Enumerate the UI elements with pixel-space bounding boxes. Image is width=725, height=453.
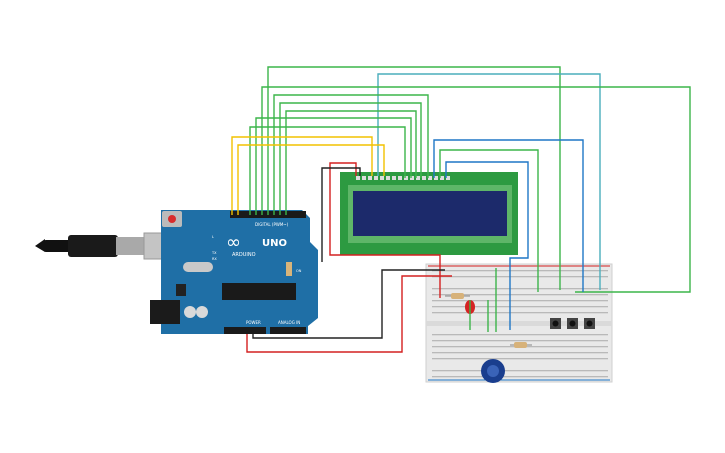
power-jack-icon (150, 300, 180, 324)
push-button-2[interactable] (567, 318, 578, 329)
power-header[interactable] (224, 327, 266, 334)
rx-label: RX (212, 257, 217, 261)
board-model-label: UNO (262, 238, 287, 249)
push-button-3[interactable] (584, 318, 595, 329)
push-button-1[interactable] (550, 318, 561, 329)
l-led-label: L (212, 235, 214, 239)
on-led-label: ON (296, 269, 302, 273)
power-header-label: POWER (246, 320, 261, 325)
analog-header-label: ANALOG IN (278, 320, 300, 325)
tx-label: TX (211, 251, 217, 255)
arduino-logo-icon: ∞ (226, 232, 241, 253)
wires (231, 66, 691, 353)
board-brand-label: ARDUINO (232, 252, 256, 258)
resistor-2[interactable] (510, 342, 532, 348)
atmega-chip (222, 283, 296, 300)
analog-header[interactable] (270, 327, 306, 334)
resistor-1[interactable] (445, 293, 470, 299)
lcd-screen (353, 191, 507, 236)
potentiometer-icon[interactable] (481, 359, 505, 383)
digital-header-label: DIGITAL (PWM~) (255, 222, 289, 227)
lcd-pin-header[interactable] (356, 176, 450, 180)
lcd-display[interactable] (340, 172, 518, 255)
arduino-board[interactable]: ∞ UNO ARDUINO DIGITAL (PWM~) POWER ANALO… (150, 210, 318, 334)
breadboard[interactable] (425, 263, 613, 383)
usb-cable-icon (35, 232, 171, 260)
